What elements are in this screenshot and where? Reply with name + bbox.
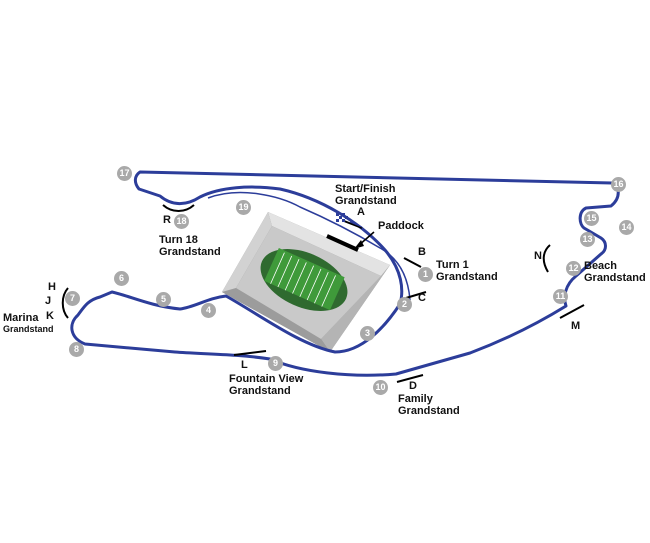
turn18-sub: Grandstand [159, 246, 221, 258]
turn1-sub: Grandstand [436, 271, 498, 283]
marina-grandstand-label: Marina Grandstand [3, 312, 54, 334]
pit-lane [207, 191, 411, 301]
turn-1-marker: 1 [418, 267, 433, 282]
grandstand-letter-r: R [163, 214, 171, 226]
turn-16-marker: 16 [611, 177, 626, 192]
beach-grandstand-label: Beach Grandstand [584, 260, 646, 284]
turn-9-marker: 9 [268, 356, 283, 371]
start-finish-title: Start/Finish [335, 183, 396, 195]
turn-17-marker: 17 [117, 166, 132, 181]
grandstand-letter-b: B [418, 246, 426, 258]
turn-13-marker: 13 [580, 232, 595, 247]
fountain-view-grandstand-label: Fountain View Grandstand [229, 373, 303, 397]
grandstand-letter-d: D [409, 380, 417, 392]
grandstand-letter-h: H [48, 281, 56, 293]
turn-7-marker: 7 [65, 291, 80, 306]
turn-6-marker: 6 [114, 271, 129, 286]
marina-title: Marina [3, 312, 39, 324]
grandstand-letter-a: A [357, 206, 365, 218]
checkered-flag-icon [336, 213, 363, 228]
grandstand-letter-n: N [534, 250, 542, 262]
turn-15-marker: 15 [584, 211, 599, 226]
turn-12-marker: 12 [566, 261, 581, 276]
turn-5-marker: 5 [156, 292, 171, 307]
track-outline [70, 170, 620, 377]
fountain-title: Fountain View [229, 373, 304, 385]
grandstand-letter-c: C [418, 292, 426, 304]
turn-8-marker: 8 [69, 342, 84, 357]
grandstand-letter-m: M [571, 320, 581, 332]
turn18-grandstand-label: Turn 18 Grandstand [159, 234, 221, 258]
turn-14-marker: 14 [619, 220, 634, 235]
turn-4-marker: 4 [201, 303, 216, 318]
turn-19-marker: 19 [236, 200, 251, 215]
grandstand-letter-j: J [45, 295, 52, 307]
turn1-title: Turn 1 [436, 259, 469, 271]
turn-18-marker: 18 [174, 214, 189, 229]
turn-11-marker: 11 [553, 289, 568, 304]
paddock-bar [326, 234, 359, 252]
fountain-sub: Grandstand [229, 385, 291, 397]
family-sub: Grandstand [398, 405, 460, 417]
turn-3-marker: 3 [360, 326, 375, 341]
start-finish-grandstand-label: Start/Finish Grandstand [335, 183, 397, 207]
marina-sub: Grandstand [3, 324, 54, 334]
grandstand-letter-l: L [241, 359, 248, 371]
grandstand-markers [61, 204, 585, 383]
turn-2-marker: 2 [397, 297, 412, 312]
turn18-title: Turn 18 [159, 234, 198, 246]
beach-title: Beach [584, 260, 618, 272]
turn-10-marker: 10 [373, 380, 388, 395]
family-grandstand-label: Family Grandstand [398, 393, 460, 417]
beach-sub: Grandstand [584, 272, 646, 284]
grandstand-letter-k: K [46, 310, 54, 322]
paddock-label: Paddock [378, 220, 424, 232]
turn1-grandstand-label: Turn 1 Grandstand [436, 259, 498, 283]
family-title: Family [398, 393, 433, 405]
start-finish-sub: Grandstand [335, 195, 397, 207]
